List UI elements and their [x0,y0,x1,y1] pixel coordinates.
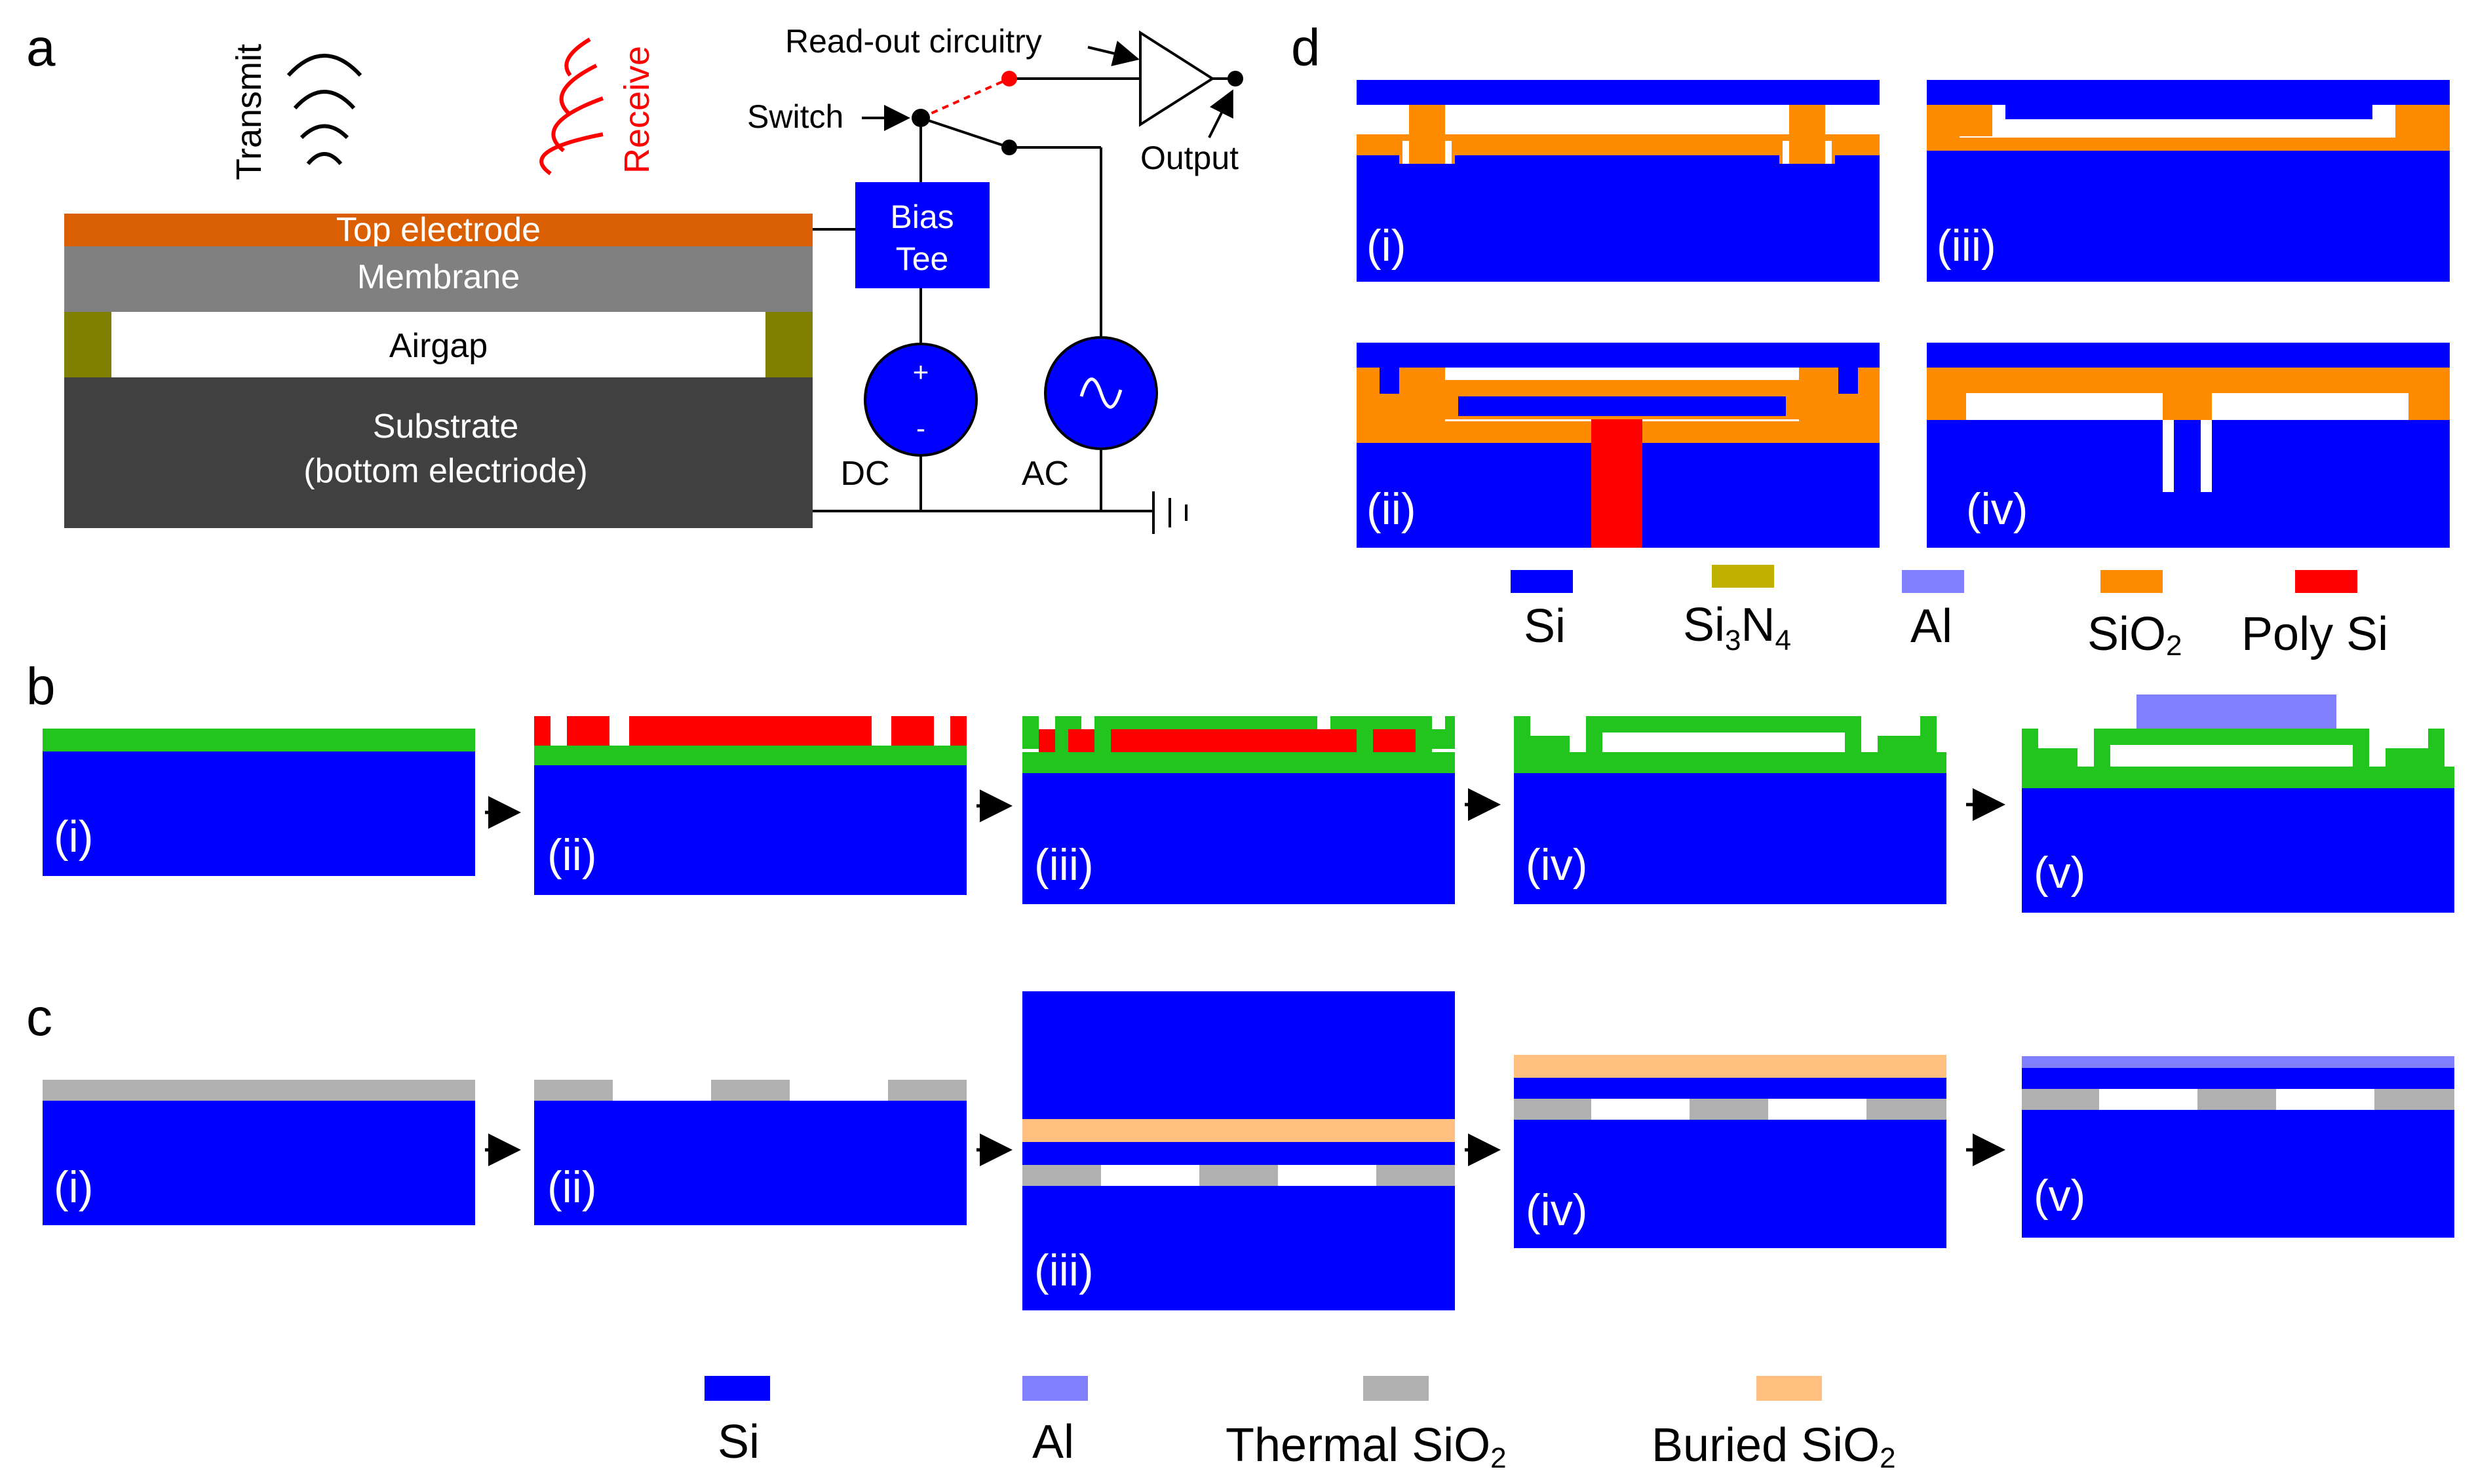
legend-swatch-si [1511,570,1573,593]
airgap-label: Airgap [389,327,488,365]
legend-label-buried-sio2: Buried SiO2 [1652,1419,1896,1474]
transmit-waves-icon [286,54,362,165]
top-electrode-layer [64,214,813,246]
panel-c-label: c [26,988,52,1046]
panel-b-step-5: (v) [2022,694,2454,913]
panel-d-step-1: (i) [1357,80,1880,282]
substrate-label: Substrate [373,408,519,446]
panel-c: c (i) (ii) (iii) [26,988,2454,1474]
membrane-layer [64,246,813,312]
readout-switch-link [920,77,1010,119]
panel-c-step-4: (iv) [1514,1055,1946,1248]
substrate-layer [64,377,813,528]
step-label: (iii) [1034,840,1094,890]
legend-label-thermal-sio2: Thermal SiO2 [1226,1419,1507,1474]
panel-d-step-3: (ii) [1357,343,1880,548]
switch-label: Switch [747,98,843,135]
step-label: (i) [54,1162,93,1212]
readout-node [1001,71,1017,86]
legend-label-al: Al [1032,1416,1074,1468]
output-label: Output [1140,140,1239,176]
airgap [111,312,765,377]
legend-swatch-poly-si [2295,570,2357,593]
receive-waves-icon [539,37,604,176]
legend-swatch-al [1902,570,1964,593]
bias-tee-box [855,182,990,288]
legend-label-si: Si [1524,600,1566,653]
legend-label-si: Si [718,1416,760,1468]
panel-a: a Transmit Receive Top electrode Membran… [26,18,1243,534]
dc-label: DC [840,455,889,493]
panel-b-label: b [26,657,56,715]
legend-swatch-si [705,1376,770,1401]
step-label: (i) [1366,221,1406,271]
ac-node [1001,140,1017,155]
panel-b-step-3: (iii) [1022,716,1455,904]
step-label: (iv) [1526,1185,1587,1235]
membrane-label: Membrane [357,258,520,296]
panel-d-label: d [1291,18,1321,77]
step-label: (iv) [1526,840,1587,890]
legend-swatch-sio2 [2100,570,2163,593]
panel-d: d (i) (iii) [1291,18,2450,662]
bias-tee-label-2: Tee [896,240,949,277]
panel-b-step-4: (iv) [1514,716,1946,904]
panel-d-step-2: (iii) [1927,80,2450,282]
amplifier-icon [1139,30,1215,127]
legend-label-si3n4: Si3N4 [1683,599,1791,656]
left-post [64,312,111,377]
panel-c-step-5: (v) [2022,1056,2454,1238]
dc-minus: - [916,413,925,444]
bias-tee-label-1: Bias [890,199,954,235]
panel-b: b (i) (ii) [26,657,2454,913]
step-label: (ii) [1366,484,1416,534]
step-label: (i) [54,812,93,862]
step-label: (ii) [547,1162,597,1212]
readout-arrow [1087,41,1140,67]
transmit-label: Transmit [229,44,269,180]
legend-label-poly-si: Poly Si [2241,608,2388,660]
top-electrode-label: Top electrode [336,211,541,249]
substrate-sublabel: (bottom electriode) [303,452,588,490]
panel-c-step-1: (i) [43,1080,475,1225]
panel-a-label: a [26,18,56,77]
legend-label-al: Al [1910,600,1952,653]
panel-d-step-4: (iv) [1927,343,2450,548]
legend-label-sio2: SiO2 [2087,608,2182,662]
circuit-wires [813,77,1235,534]
right-post [765,312,813,377]
panel-c-legend: Si Al Thermal SiO2 Buried SiO2 [705,1376,1896,1474]
output-node [1227,71,1243,86]
readout-label: Read-out circuitry [785,23,1042,60]
step-label: (iii) [1937,221,1996,271]
legend-swatch-thermal-sio2 [1363,1376,1429,1401]
legend-swatch-si3n4 [1712,565,1774,588]
panel-c-step-3: (iii) [1022,991,1455,1310]
step-label: (ii) [547,830,597,880]
step-label: (iii) [1034,1246,1094,1295]
step-label: (v) [2034,1171,2085,1221]
dc-source-icon [864,343,978,457]
receive-label: Receive [617,46,657,174]
switch-node [912,109,930,127]
step-label: (iv) [1966,484,2028,534]
ac-label: AC [1022,455,1069,493]
panel-b-step-1: (i) [43,729,475,876]
panel-b-step-2: (ii) [534,716,967,895]
output-arrow [1208,89,1233,138]
legend-swatch-al [1022,1376,1088,1401]
panel-c-step-2: (ii) [534,1080,967,1225]
ac-sine-icon [1079,377,1123,409]
dc-plus: + [913,356,929,387]
legend-swatch-buried-sio2 [1756,1376,1822,1401]
step-label: (v) [2034,848,2085,898]
panel-d-legend: Si Si3N4 Al SiO2 Poly Si [1511,565,2388,662]
